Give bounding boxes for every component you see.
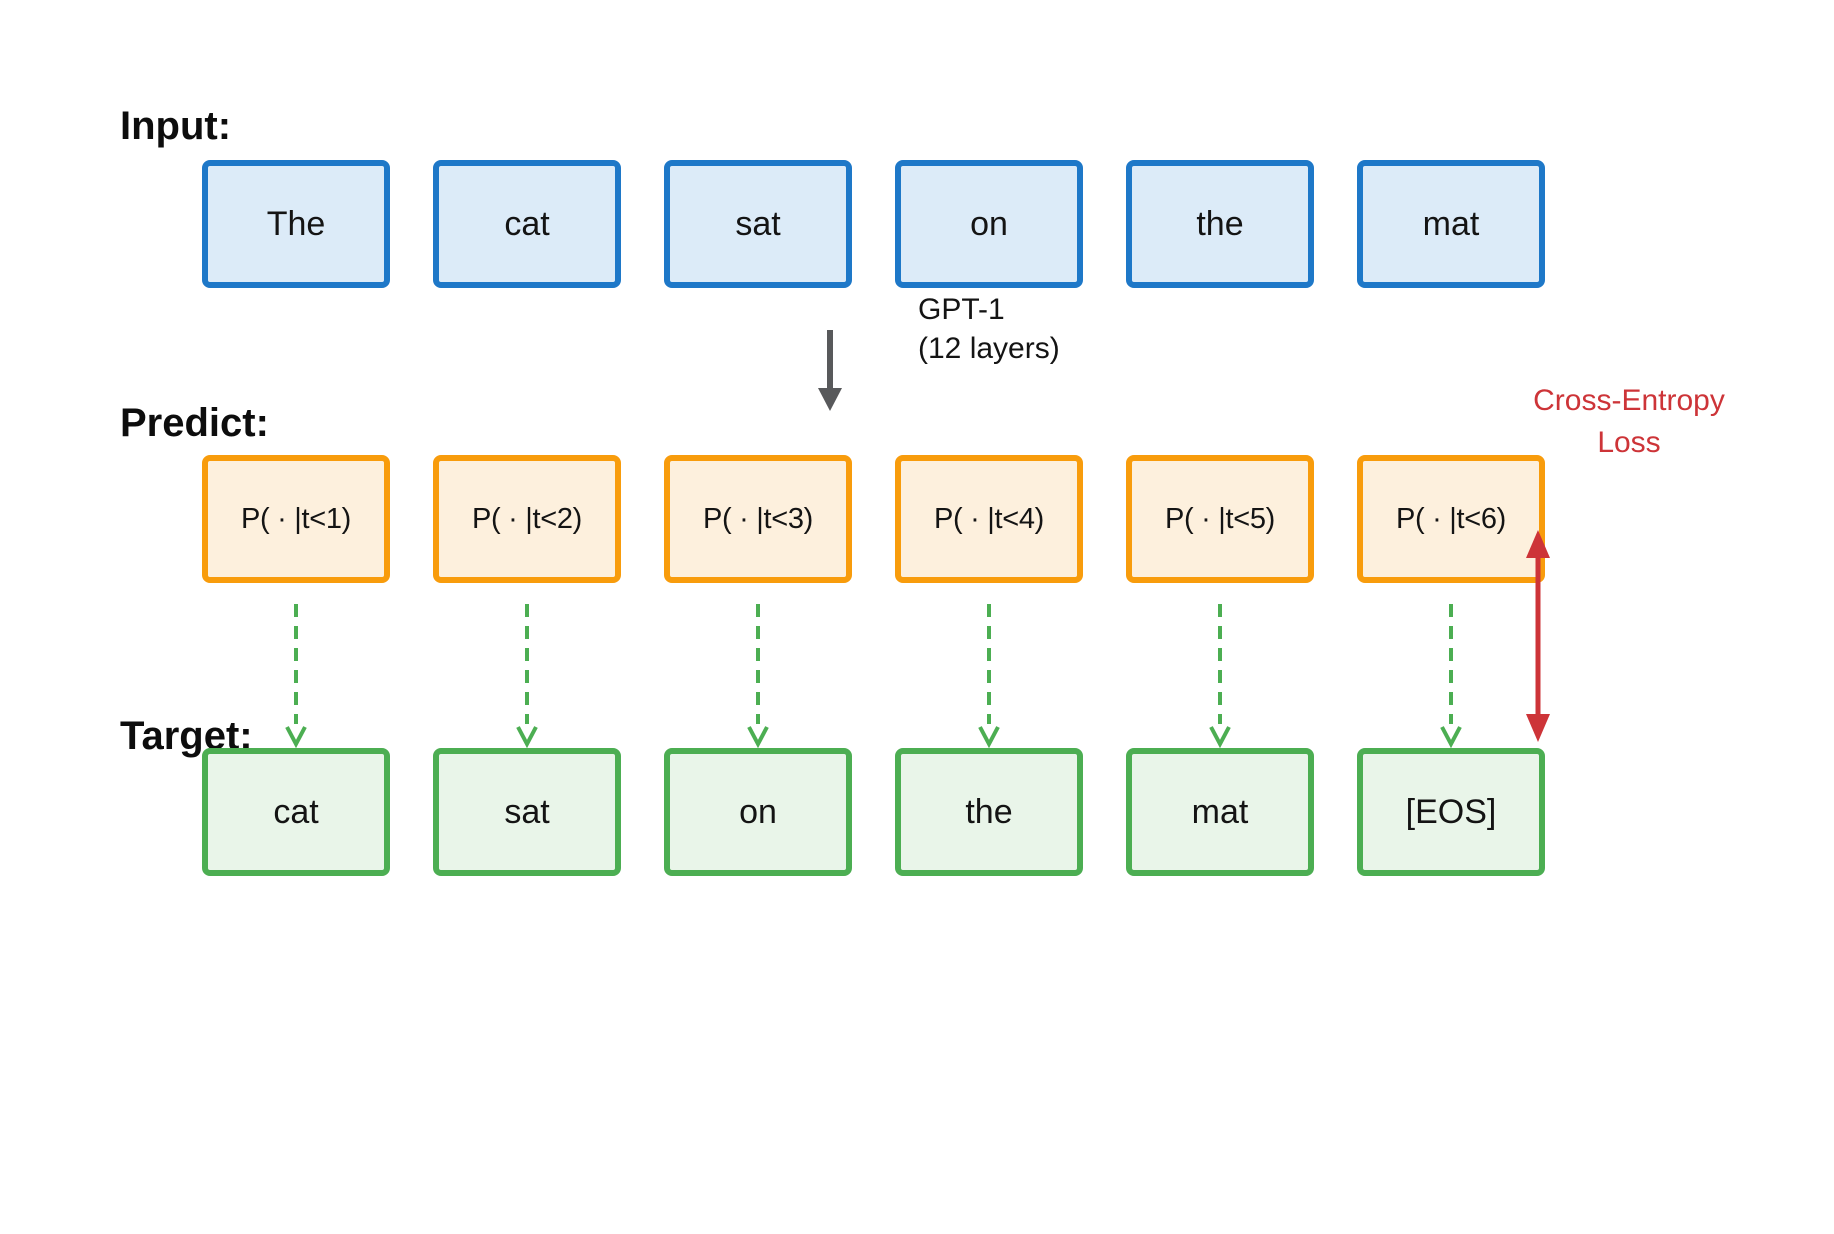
loss-label-line1: Cross-Entropy — [1533, 384, 1725, 417]
prediction-to-target-arrow — [1209, 604, 1231, 749]
prediction-to-target-arrow — [1440, 604, 1462, 749]
input-section-label: Input: — [120, 104, 232, 148]
prediction-box: P( · |t<5) — [1126, 455, 1314, 583]
target-token-box: sat — [433, 748, 621, 876]
prediction-box: P( · |t<2) — [433, 455, 621, 583]
predict-section-label: Predict: — [120, 401, 269, 445]
cross-entropy-loss-label: Cross-Entropy Loss — [1518, 380, 1740, 464]
prediction-to-target-arrow — [747, 604, 769, 749]
loss-label-line2: Loss — [1597, 426, 1661, 459]
prediction-box: P( · |t<1) — [202, 455, 390, 583]
target-token-box: [EOS] — [1357, 748, 1545, 876]
target-token-box: mat — [1126, 748, 1314, 876]
input-token-row: The cat sat on the mat — [202, 160, 1545, 288]
model-down-arrow — [818, 330, 842, 411]
model-name-label: GPT-1 (12 layers) — [918, 290, 1060, 368]
prediction-row: P( · |t<1) P( · |t<2) P( · |t<3) P( · |t… — [202, 455, 1545, 583]
prediction-box: P( · |t<6) — [1357, 455, 1545, 583]
prediction-box: P( · |t<3) — [664, 455, 852, 583]
prediction-box: P( · |t<4) — [895, 455, 1083, 583]
input-token-box: mat — [1357, 160, 1545, 288]
target-token-box: on — [664, 748, 852, 876]
target-token-box: the — [895, 748, 1083, 876]
input-token-box: cat — [433, 160, 621, 288]
prediction-to-target-arrow — [285, 604, 307, 749]
input-token-box: sat — [664, 160, 852, 288]
input-token-box: the — [1126, 160, 1314, 288]
input-token-box: The — [202, 160, 390, 288]
input-token-box: on — [895, 160, 1083, 288]
prediction-to-target-arrow — [978, 604, 1000, 749]
target-token-box: cat — [202, 748, 390, 876]
model-name-line2: (12 layers) — [918, 332, 1060, 365]
model-name-line1: GPT-1 — [918, 293, 1005, 326]
prediction-to-target-arrow — [516, 604, 538, 749]
target-row: cat sat on the mat [EOS] — [202, 748, 1545, 876]
